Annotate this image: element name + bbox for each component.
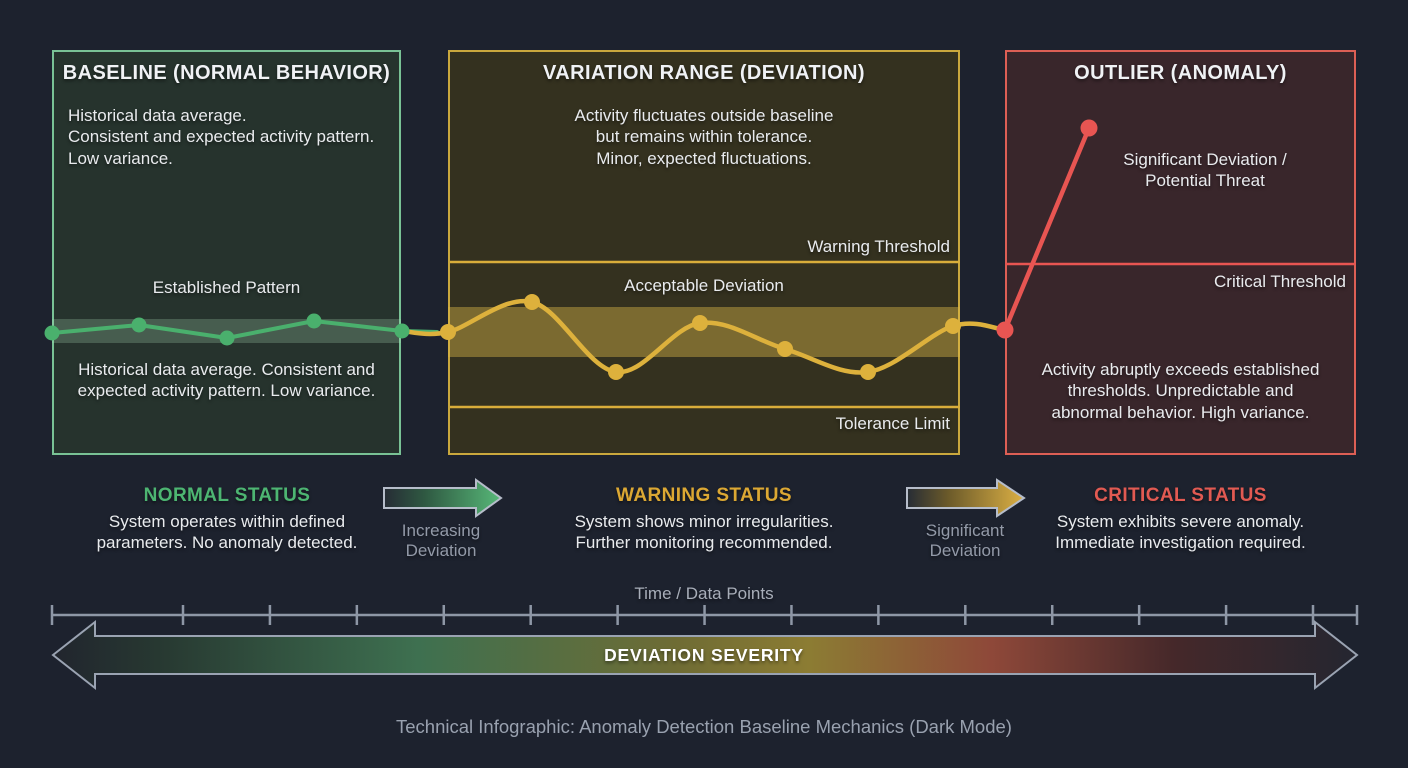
- deviation-severity-label: DEVIATION SEVERITY: [604, 645, 804, 665]
- significant-deviation-arrow-label: Significant Deviation: [925, 521, 1005, 560]
- panel-baseline-title: BASELINE (NORMAL BEHAVIOR): [62, 62, 391, 84]
- established-pattern-label: Established Pattern: [152, 278, 301, 297]
- warning-status-description: System shows minor irregularities. Furth…: [574, 512, 834, 553]
- panel-outlier: [1005, 50, 1356, 455]
- warning-status-title: WARNING STATUS: [616, 485, 792, 506]
- acceptable-deviation-label: Acceptable Deviation: [624, 276, 784, 295]
- critical-status-description: System exhibits severe anomaly. Immediat…: [1055, 512, 1306, 553]
- panel-outlier-footer: Activity abruptly exceeds established th…: [1041, 360, 1320, 422]
- time-axis-label: Time / Data Points: [634, 584, 774, 603]
- tolerance-limit-label: Tolerance Limit: [835, 414, 950, 433]
- panel-baseline-footer: Historical data average. Consistent and …: [77, 360, 376, 401]
- panel-baseline-description: Historical data average. Consistent and …: [68, 106, 375, 168]
- spike-label: Significant Deviation / Potential Threat: [1123, 150, 1287, 191]
- critical-status-title: CRITICAL STATUS: [1094, 485, 1267, 506]
- critical-threshold-label: Critical Threshold: [1214, 272, 1346, 291]
- panel-outlier-title: OUTLIER (ANOMALY): [1074, 62, 1287, 84]
- panel-variation: [448, 50, 960, 455]
- increasing-deviation-arrow-label: Increasing Deviation: [401, 521, 481, 560]
- normal-status-title: NORMAL STATUS: [143, 485, 311, 506]
- panel-variation-title: VARIATION RANGE (DEVIATION): [543, 62, 865, 84]
- panel-variation-description: Activity fluctuates outside baseline but…: [574, 106, 834, 168]
- warning-threshold-label: Warning Threshold: [807, 237, 950, 256]
- infographic-caption: Technical Infographic: Anomaly Detection…: [396, 716, 1012, 737]
- panel-baseline: [52, 50, 401, 455]
- normal-status-description: System operates within defined parameter…: [96, 512, 358, 553]
